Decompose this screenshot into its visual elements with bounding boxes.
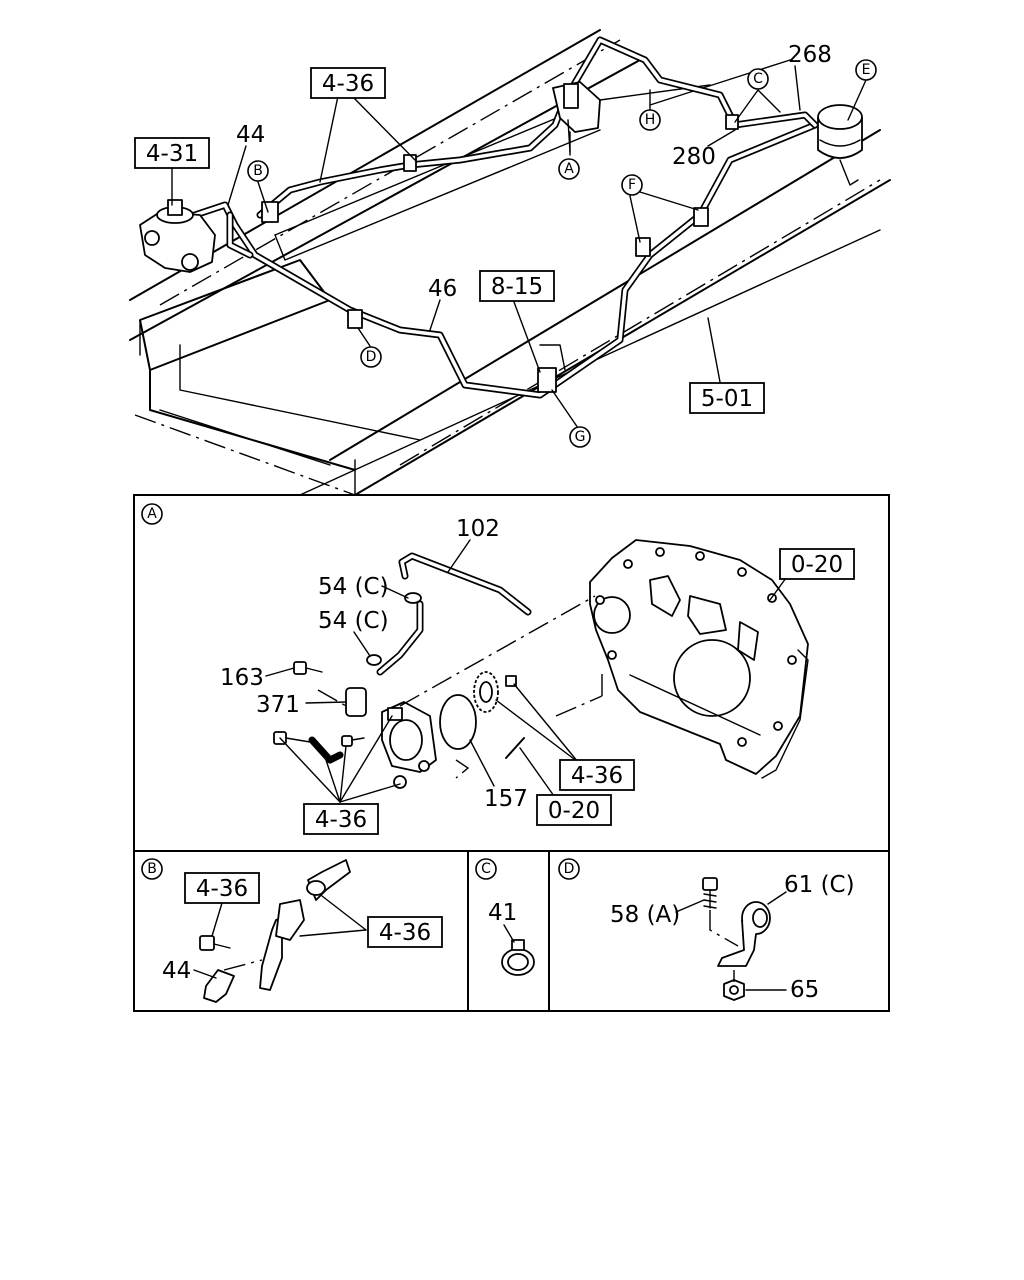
marker-B-top: B [253,163,263,179]
top-markers: B A C H E F D G [247,59,877,448]
clamp-54-upper [404,592,422,604]
master-cylinder [139,199,216,273]
o-ring-157 [439,694,477,750]
part-61c: 61 (C) [784,872,855,898]
marker-D-top: D [366,349,377,365]
vacuum-pump [381,701,437,789]
ref-4-31: 4-31 [146,141,198,167]
pipe-lines [191,36,819,399]
frame-illustration [129,29,891,496]
part-268: 268 [788,42,832,68]
part-371: 371 [256,692,300,718]
fluid-reservoir [817,104,863,186]
marker-E-top: E [862,62,871,78]
ref-8-15: 8-15 [491,274,543,300]
junction-valve [552,81,601,156]
clip-61 [717,901,771,967]
bolt-58 [702,877,718,909]
ref-4-36-top: 4-36 [322,71,374,97]
part-54c-lower: 54 (C) [318,608,389,634]
clamp-54-lower [366,654,382,666]
part-46: 46 [428,276,457,302]
detail-frames [133,494,890,1012]
marker-D-detail: D [564,861,575,877]
fitting-44 [203,969,235,1003]
part-44-top: 44 [236,122,265,148]
part-157: 157 [484,786,528,812]
hose-lower [376,600,424,676]
ref-4-36-pump: 4-36 [315,807,367,833]
hose-102 [398,552,532,616]
part-280: 280 [672,144,716,170]
bolt-b [199,935,231,951]
marker-A-top: A [564,161,574,177]
detail-b: B 4-36 4-36 44 [141,858,443,1003]
part-58a: 58 (A) [610,902,680,928]
bolt-mid [341,735,365,747]
flywheel-housing [589,539,809,779]
part-163: 163 [220,665,264,691]
gear [473,671,499,713]
marker-A-detail: A [147,506,157,522]
oil-pipe [308,736,344,764]
marker-H-top: H [645,112,656,128]
part-65: 65 [790,977,819,1003]
hose-clamp-41 [501,939,535,976]
fitting-371 [345,687,367,717]
detail-c: C 41 [475,858,535,976]
ref-5-01: 5-01 [701,386,753,412]
part-44-detail: 44 [162,958,191,984]
top-leaders [171,65,867,429]
part-41: 41 [488,900,517,926]
bolt-163 [293,661,323,675]
valve-body [275,859,351,941]
part-102: 102 [456,516,500,542]
ref-4-36-gear: 4-36 [571,763,623,789]
marker-C-detail: C [481,861,491,877]
top-annotations: 4-36 4-31 8-15 5-01 44 46 268 280 [134,42,832,414]
detail-a: A [141,503,855,835]
marker-G-top: G [575,429,586,445]
marker-F-top: F [628,177,636,193]
detail-d: D 58 (A) 61 (C) 65 [558,858,855,1003]
ref-4-36-b-upper: 4-36 [196,876,248,902]
ref-0-20-upper: 0-20 [791,552,843,578]
ref-4-36-b-lower: 4-36 [379,920,431,946]
stud [505,737,525,759]
marker-B-detail: B [147,861,157,877]
part-54c-upper: 54 (C) [318,574,389,600]
pipe-clips [261,114,739,393]
nut [505,675,517,687]
marker-C-top: C [753,71,763,87]
ref-0-20-lower: 0-20 [548,798,600,824]
